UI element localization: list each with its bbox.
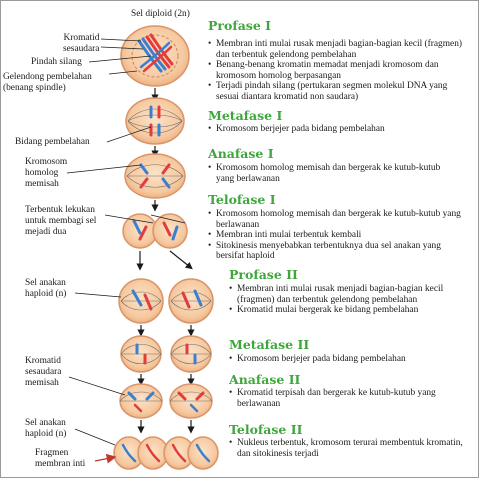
cell-telofase-1	[122, 213, 188, 249]
pointer-anakan-1	[74, 292, 122, 298]
label-pindah-silang: Pindah silang	[31, 57, 82, 67]
phase-points-telofase-2: Nukleus terbentuk, kromosom terurai memb…	[229, 438, 469, 459]
phase-title-telofase-1: Telofase I	[208, 192, 276, 207]
label-gelendong-pembelahan: Gelendong pembelahan (benang spindle)	[3, 72, 92, 93]
phase-title-metafase-2: Metafase II	[229, 337, 310, 352]
cell-metafase-1	[125, 97, 185, 145]
phase-points-telofase-1: Kromosom homolog memisah dan bergerak ke…	[208, 209, 468, 262]
point: Nukleus terbentuk, kromosom terurai memb…	[229, 438, 469, 459]
pointer-bidang	[106, 126, 152, 143]
point: Terjadi pindah silang (pertukaran segmen…	[208, 81, 468, 102]
cell-metafase-2-right	[170, 335, 212, 373]
cell-profase-2-left	[118, 278, 164, 324]
label-kromatid-sesaudara: Kromatid sesaudara	[63, 33, 100, 54]
point: Kromatid mulai bergerak ke bidang pembel…	[229, 305, 454, 316]
phase-points-metafase-2: Kromosom berjejer pada bidang pembelahan	[229, 354, 464, 365]
pointer-gelendong	[108, 70, 138, 75]
point: Membran inti mulai terbentuk kembali	[208, 230, 468, 241]
phase-points-profase-2: Membran inti mulai rusak menjadi bagian-…	[229, 284, 454, 316]
phase-title-profase-2: Profase II	[229, 267, 298, 282]
point: Kromatid terpisah dan bergerak ke kutub-…	[229, 388, 469, 409]
point: Membran inti mulai rusak menjadi bagian-…	[208, 39, 468, 60]
cell-anafase-2-left	[119, 383, 163, 419]
label-fragmen-membran: Fragmen membran inti	[35, 448, 86, 469]
cell-profase-2-right	[168, 278, 214, 324]
cell-telofase-2-left	[113, 436, 169, 470]
pointer-fragmen	[94, 453, 117, 464]
pointer-anakan-2	[74, 428, 116, 446]
phase-points-anafase-1: Kromosom homolog memisah dan bergerak ke…	[208, 163, 443, 184]
point: Benang-benang kromatin memadat menjadi k…	[208, 60, 468, 81]
label-sel-anakan-1: Sel anakan haploid (n)	[25, 278, 67, 299]
cell-anafase-1	[124, 153, 186, 199]
pointer-kromosom	[66, 164, 142, 174]
label-sel-anakan-2: Sel anakan haploid (n)	[25, 418, 67, 439]
label-bidang-pembelahan: Bidang pembelahan	[15, 137, 90, 147]
cell-profase-1	[120, 25, 190, 87]
point: Kromosom homolog memisah dan bergerak ke…	[208, 209, 468, 230]
phase-title-telofase-2: Telofase II	[229, 422, 303, 437]
point: Membran inti mulai rusak menjadi bagian-…	[229, 284, 454, 305]
phase-title-anafase-2: Anafase II	[229, 372, 301, 387]
point: Kromosom homolog memisah dan bergerak ke…	[208, 163, 443, 184]
label-kromatid-memisah: Kromatid sesaudara memisah	[25, 356, 62, 388]
point: Kromosom berjejer pada bidang pembelahan	[229, 354, 464, 365]
phase-title-profase-1: Profase I	[208, 18, 271, 33]
phase-title-anafase-1: Anafase I	[208, 146, 274, 161]
diploid-cell-label: Sel diploid (2n)	[131, 9, 190, 19]
phase-points-metafase-1: Kromosom berjejer pada bidang pembelahan	[208, 124, 468, 135]
cell-metafase-2-left	[120, 335, 162, 373]
label-lekukan: Terbentuk lekukan untuk membagi sel meja…	[25, 205, 97, 237]
point: Kromosom berjejer pada bidang pembelahan	[208, 124, 468, 135]
phase-points-anafase-2: Kromatid terpisah dan bergerak ke kutub-…	[229, 388, 469, 409]
cell-anafase-2-right	[169, 383, 213, 419]
phase-title-metafase-1: Metafase I	[208, 108, 283, 123]
phase-points-profase-1: Membran inti mulai rusak menjadi bagian-…	[208, 39, 468, 103]
pointer-lekukan	[104, 214, 154, 224]
point: Sitokinesis menyebabkan terbentuknya dua…	[208, 241, 468, 262]
cell-telofase-2-right	[163, 436, 219, 470]
label-kromosom-homolog: Kromosom homolog memisah	[25, 157, 68, 189]
pointer-kromatid-memisah	[68, 376, 126, 396]
pointer-pindah-silang	[88, 55, 152, 63]
pointer-kromatid	[100, 38, 142, 42]
